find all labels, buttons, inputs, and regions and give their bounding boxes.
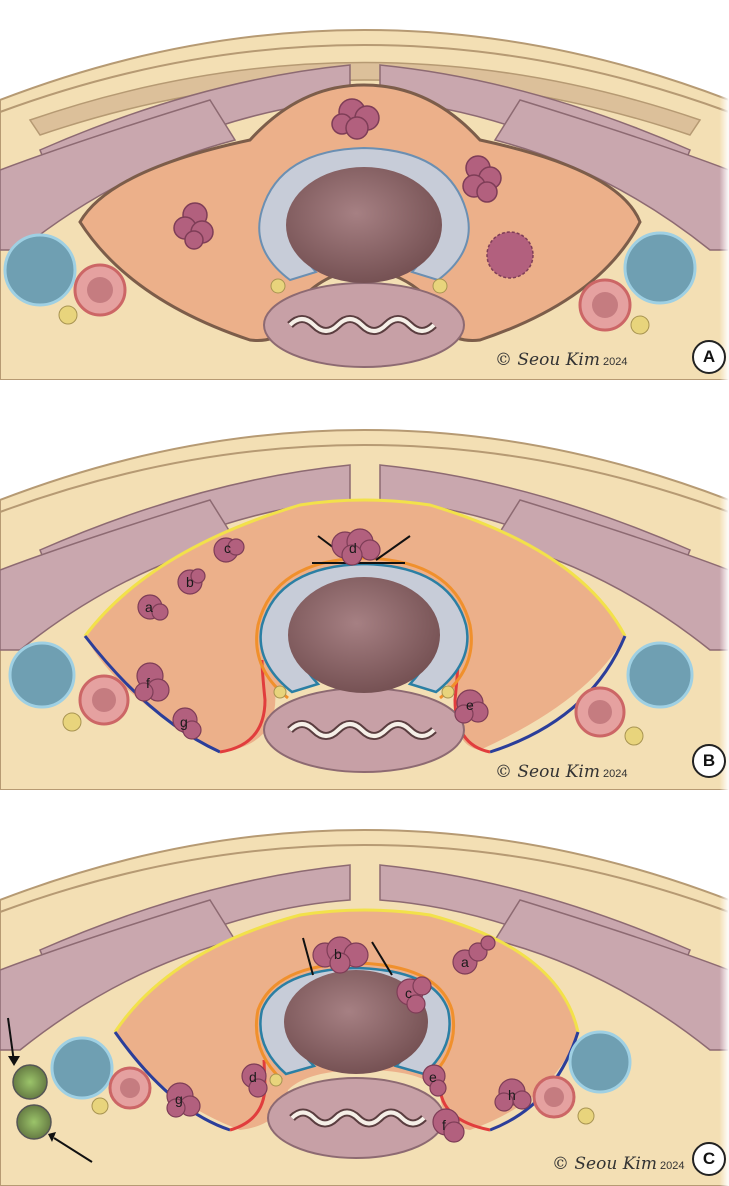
nodule-f — [432, 1108, 465, 1143]
nodule-c — [213, 537, 245, 563]
panel-letter: A — [692, 340, 726, 374]
nodule-label: g — [180, 714, 188, 730]
nodule-label: d — [249, 1069, 257, 1085]
nodule — [331, 98, 380, 140]
arrow-icon — [7, 1017, 15, 1063]
anterior-capsule-line — [83, 498, 627, 637]
panel-c-illustration: a b c d e f g h — [0, 800, 729, 1186]
nodule-labels: a b c d e f g h — [175, 946, 516, 1133]
nodule-label: f — [146, 675, 150, 691]
nodule-g — [166, 1082, 201, 1118]
nodule-c — [396, 976, 432, 1014]
nodule-b — [177, 568, 206, 595]
nodule-labels: a b c d e f g — [145, 540, 474, 730]
nodule-label: b — [186, 574, 194, 590]
lymph-node — [12, 1064, 48, 1100]
panel-letter: C — [692, 1142, 726, 1176]
nodule-g — [172, 707, 202, 740]
nodule-e — [454, 689, 489, 724]
nodule-label: a — [461, 954, 469, 970]
nodule-label: e — [466, 697, 474, 713]
nodule-label: a — [145, 599, 153, 615]
panel-b-illustration: a b c d e f g — [0, 400, 729, 790]
nodule-f — [134, 662, 170, 702]
nodule-a — [452, 935, 496, 975]
nodule-label: f — [442, 1117, 446, 1133]
panel-a-illustration — [0, 0, 729, 380]
nodule-a — [137, 594, 169, 621]
nodule-e — [422, 1064, 447, 1097]
nodule-label: c — [224, 540, 231, 556]
posterolateral-line-right — [489, 635, 627, 754]
nodule-d — [241, 1063, 268, 1098]
tracheal-lumen — [286, 167, 442, 283]
posterolateral-line-left — [83, 635, 221, 754]
nodule-label: b — [334, 946, 342, 962]
nodule-label: g — [175, 1091, 183, 1107]
arrow-icon — [53, 1137, 93, 1163]
nodule — [173, 202, 214, 250]
nodule-b — [312, 936, 369, 974]
carotid-left — [3, 233, 77, 307]
nodule-spiculated — [486, 231, 534, 279]
lymph-node — [16, 1104, 52, 1140]
panel-letter: B — [692, 744, 726, 778]
nodule-d — [331, 528, 381, 566]
nodule-label: e — [429, 1069, 437, 1085]
nodule — [462, 155, 502, 203]
nodule-label: d — [349, 540, 357, 556]
nodule-h — [494, 1078, 532, 1112]
nodule-label: h — [508, 1087, 516, 1103]
nodule-label: c — [405, 985, 412, 1001]
